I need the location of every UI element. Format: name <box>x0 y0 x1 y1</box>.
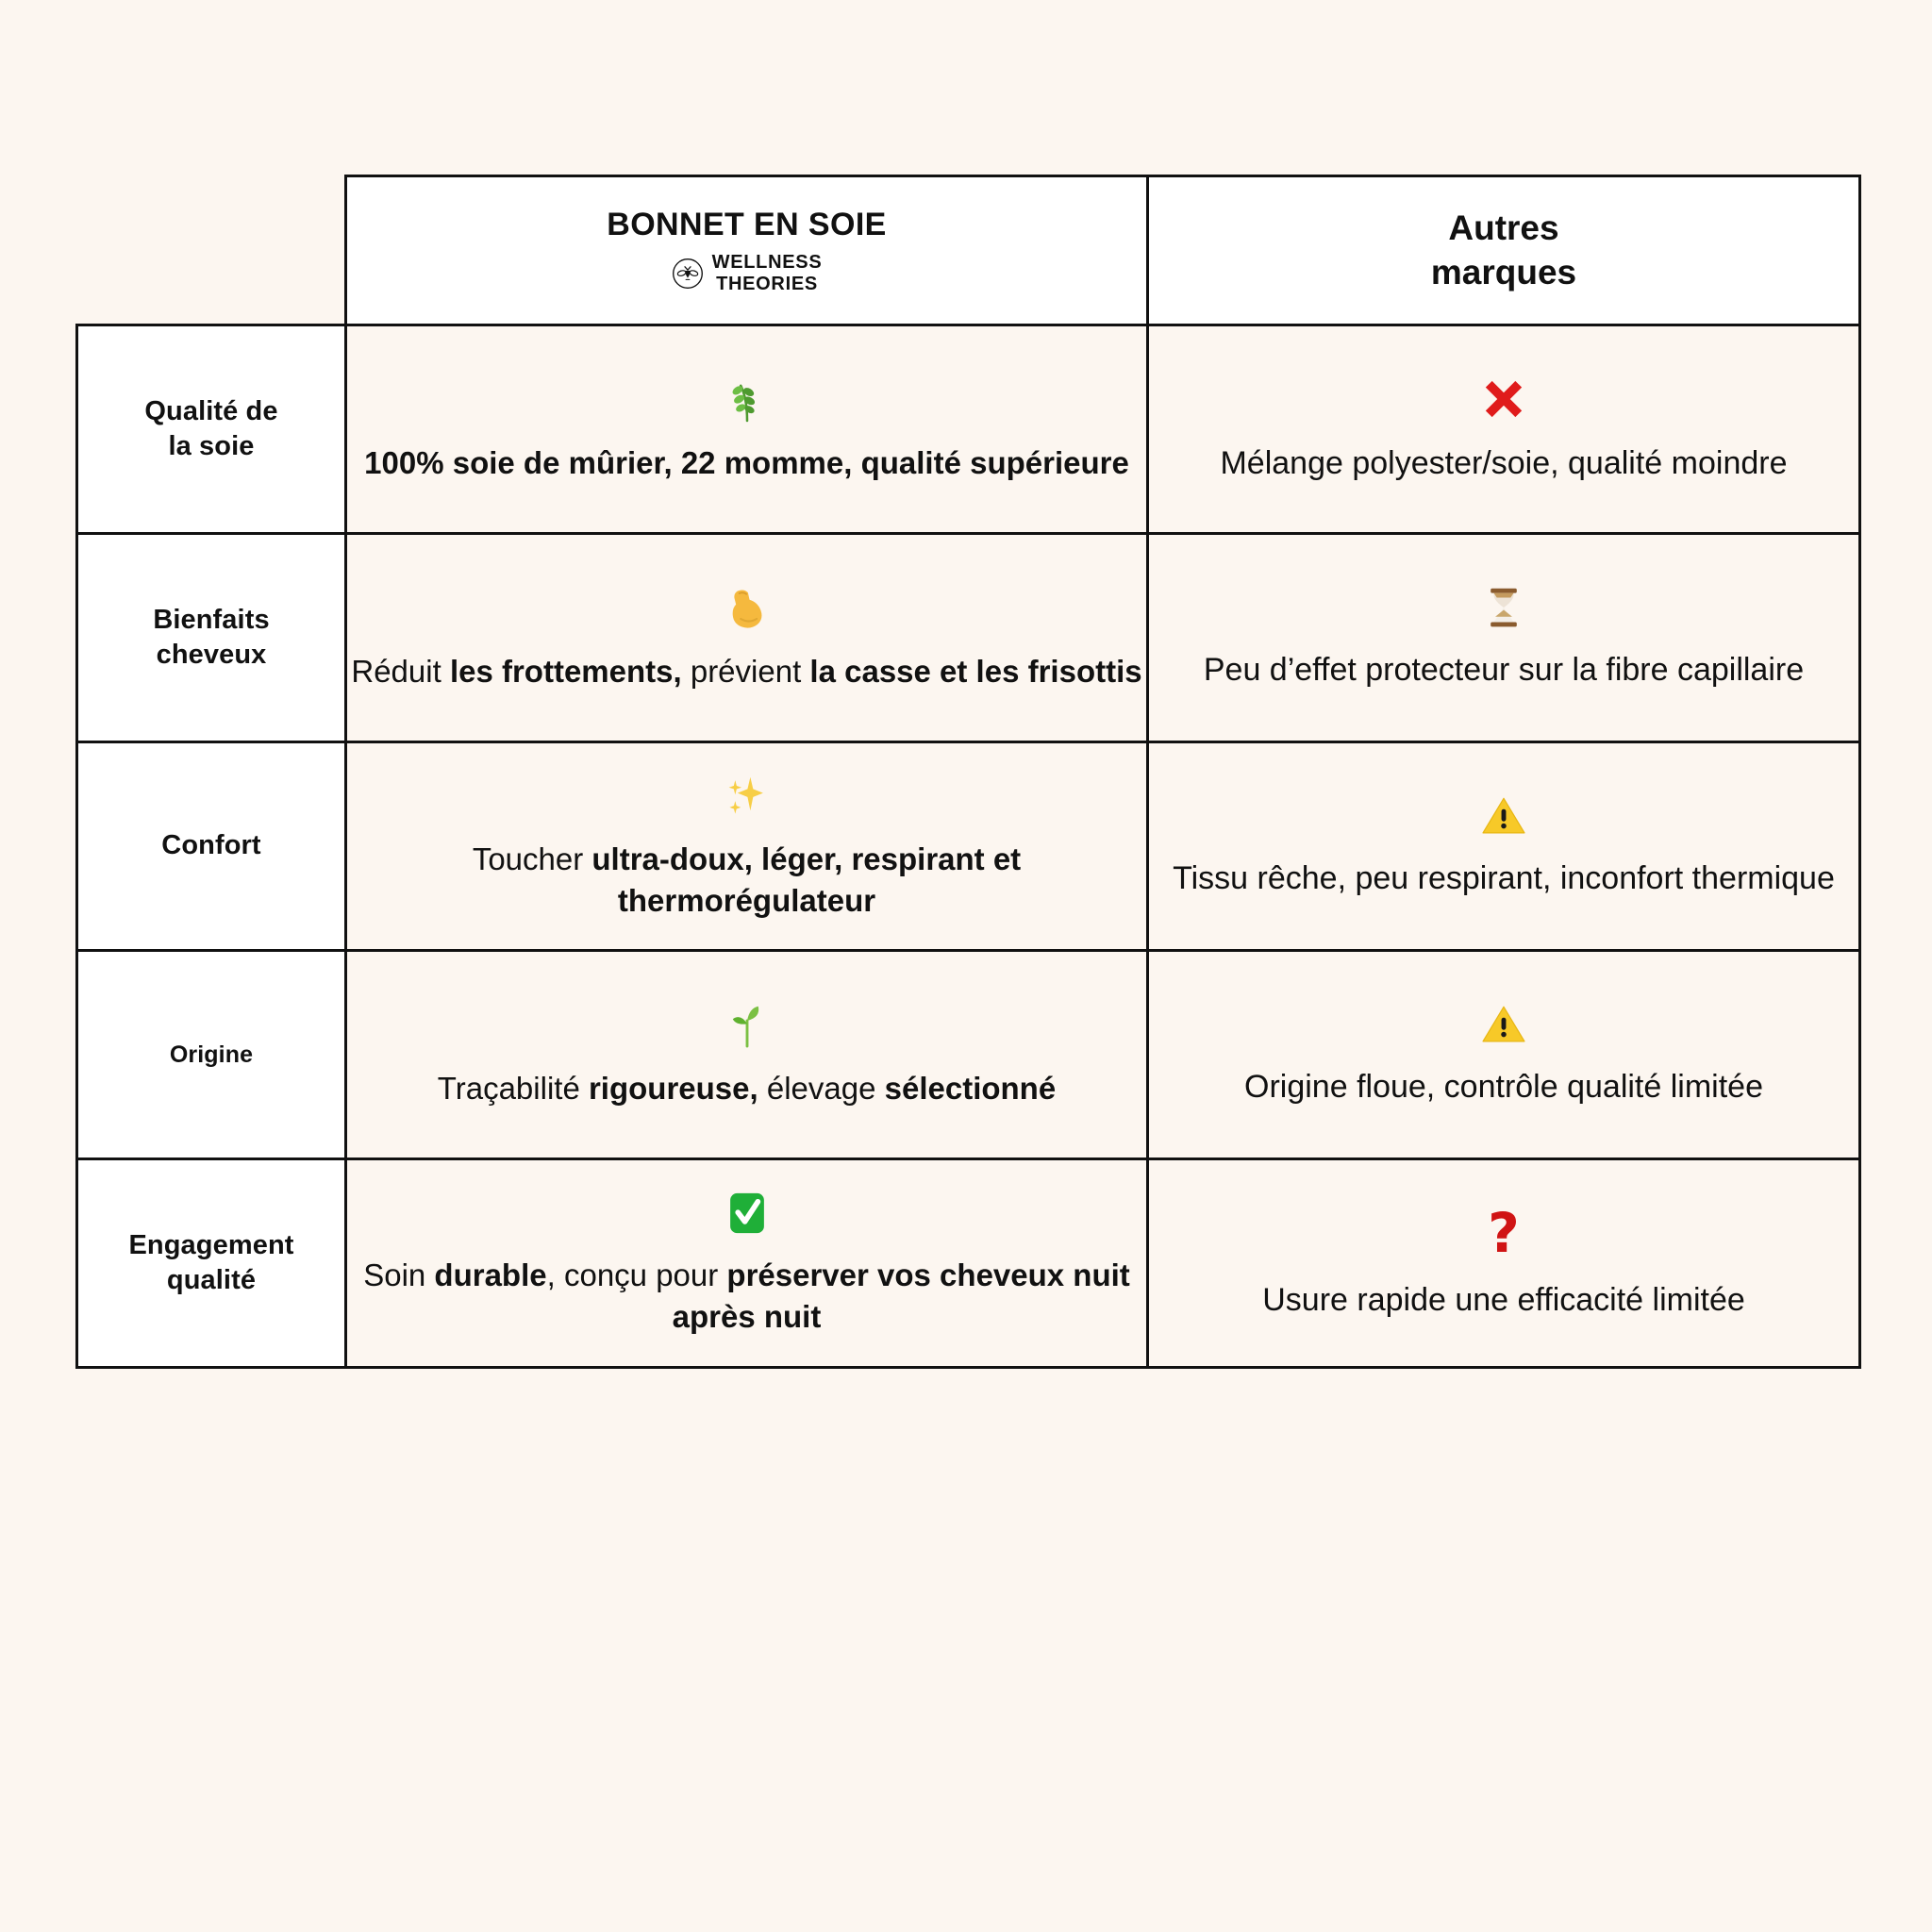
brand-title: BONNET EN SOIE <box>607 206 887 242</box>
warning-triangle-icon <box>1149 1000 1858 1049</box>
row-label-line: qualité <box>166 1265 257 1295</box>
brand-text: Toucher ultra-doux, léger, respirant et … <box>347 839 1146 922</box>
header-row: BONNET EN SOIE WELLNESS THEORIES <box>76 175 1861 326</box>
row-label-line: la soie <box>168 431 255 461</box>
brand-cell: Réduit les frottements, prévient la cass… <box>344 532 1149 743</box>
row-label: Engagement qualité <box>75 1158 347 1369</box>
other-title-line2: marques <box>1430 252 1577 291</box>
brand-text: Soin durable, conçu pour préserver vos c… <box>347 1255 1146 1338</box>
seedling-icon <box>347 1000 1146 1051</box>
emphasis-text: rigoureuse, <box>588 1070 758 1106</box>
emphasis-text: préserver vos cheveux nuit après nuit <box>672 1257 1130 1334</box>
brand-logo: WELLNESS THEORIES <box>347 252 1146 295</box>
row-label: Qualité de la soie <box>75 324 347 535</box>
emphasis-text: 100% soie de mûrier, 22 momme, qualité s… <box>364 444 1129 480</box>
warning-triangle-icon <box>1149 791 1858 841</box>
other-cell: Origine floue, contrôle qualité limitée <box>1146 949 1861 1160</box>
row-label: Bienfaits cheveux <box>75 532 347 743</box>
row-label-line: Confort <box>161 830 261 861</box>
regular-text: prévient <box>681 653 810 689</box>
brand-text: Traçabilité rigoureuse, élevage sélectio… <box>347 1068 1146 1109</box>
other-text: Tissu rêche, peu respirant, inconfort th… <box>1173 860 1835 897</box>
emphasis-text: la casse et les frisottis <box>809 653 1142 689</box>
regular-text: élevage <box>758 1070 885 1106</box>
bee-in-circle-icon <box>672 258 703 290</box>
brand-cell: Toucher ultra-doux, léger, respirant et … <box>344 741 1149 952</box>
header-brand-column: BONNET EN SOIE WELLNESS THEORIES <box>344 175 1149 326</box>
regular-text: Traçabilité <box>437 1070 589 1106</box>
brand-text: Réduit les frottements, prévient la cass… <box>347 651 1146 692</box>
brand-cell: Traçabilité rigoureuse, élevage sélectio… <box>344 949 1149 1160</box>
row-label: Origine <box>75 949 347 1160</box>
brand-text: 100% soie de mûrier, 22 momme, qualité s… <box>347 442 1146 484</box>
row-label: Confort <box>75 741 347 952</box>
other-cell: Tissu rêche, peu respirant, inconfort th… <box>1146 741 1861 952</box>
emphasis-text: ultra-doux, léger, respirant et thermoré… <box>591 841 1022 918</box>
header-corner-blank <box>76 175 347 325</box>
emphasis-text: durable <box>434 1257 547 1292</box>
row-label-line: Bienfaits <box>153 604 270 635</box>
brand-logo-line2: THEORIES <box>716 274 818 295</box>
hourglass-icon <box>1149 583 1858 632</box>
regular-text: , conçu pour <box>546 1257 727 1292</box>
other-text: Origine floue, contrôle qualité limitée <box>1244 1069 1763 1106</box>
regular-text: Toucher <box>472 841 592 876</box>
other-title-line1: Autres <box>1448 208 1559 248</box>
brand-logo-line1: WELLNESS <box>711 251 823 273</box>
table-row: Confort Toucher ultra-doux, léger, respir… <box>75 741 1861 952</box>
brand-cell: 100% soie de mûrier, 22 momme, qualité s… <box>344 324 1149 535</box>
row-label-line: Qualité de <box>144 395 278 426</box>
table-body: Qualité de la soie 100% soie de mûrier, 22… <box>75 324 1861 1369</box>
regular-text: Réduit <box>351 653 450 689</box>
emphasis-text: sélectionné <box>884 1070 1057 1106</box>
brand-logo-wordmark: WELLNESS THEORIES <box>712 252 823 295</box>
table-header: BONNET EN SOIE WELLNESS THEORIES <box>76 175 1861 326</box>
other-cell: Peu d’effet protecteur sur la fibre capi… <box>1146 532 1861 743</box>
table-row: Qualité de la soie 100% soie de mûrier, 22… <box>75 324 1861 535</box>
other-text: Usure rapide une efficacité limitée <box>1262 1281 1745 1318</box>
comparison-table: BONNET EN SOIE WELLNESS THEORIES <box>75 175 1861 1369</box>
row-label-line: Engagement <box>128 1229 294 1260</box>
table-row: Bienfaits cheveux Réduit les frottements, … <box>75 532 1861 743</box>
question-mark-icon: ? <box>1488 1200 1520 1265</box>
brand-cell: Soin durable, conçu pour préserver vos c… <box>344 1158 1149 1369</box>
row-label-line: cheveux <box>156 640 267 670</box>
other-text: Peu d’effet protecteur sur la fibre capi… <box>1203 652 1805 689</box>
other-cell: Mélange polyester/soie, qualité moindre <box>1146 324 1861 535</box>
row-label-line: Origine <box>169 1041 254 1068</box>
check-mark-button-icon <box>347 1189 1146 1238</box>
other-text: Mélange polyester/soie, qualité moindre <box>1220 445 1788 482</box>
header-other-column: Autres marques <box>1146 175 1861 326</box>
flexed-biceps-icon <box>347 583 1146 634</box>
sparkles-icon <box>347 771 1146 822</box>
herb-icon <box>347 375 1146 425</box>
cross-mark-icon <box>1149 373 1858 425</box>
emphasis-text: les frottements, <box>449 653 682 689</box>
table-row: Engagement qualité Soin durable, conçu pou… <box>75 1158 1861 1369</box>
regular-text: Soin <box>363 1257 435 1292</box>
other-cell: ? Usure rapide une efficacité limitée <box>1146 1158 1861 1369</box>
